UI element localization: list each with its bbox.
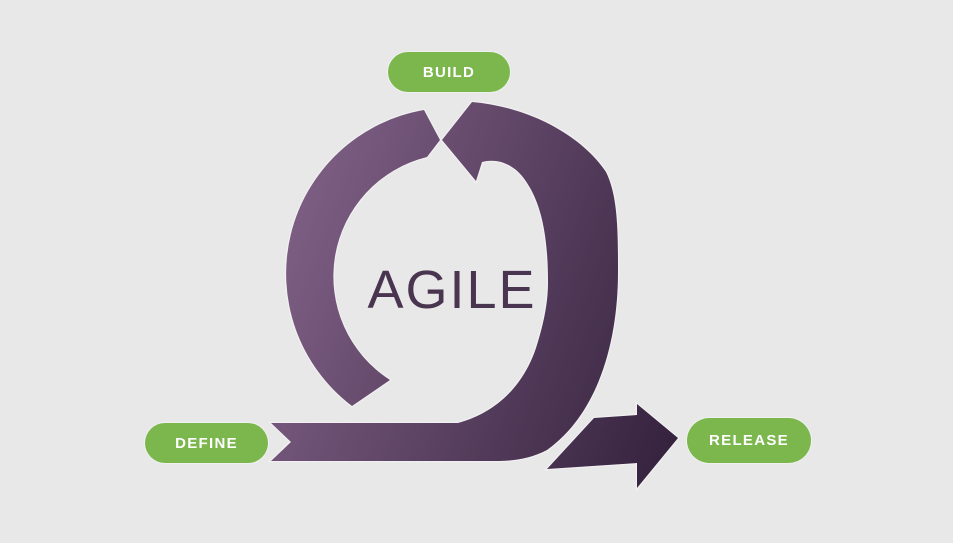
diagram-title: AGILE bbox=[367, 260, 537, 320]
stage-pill-define: DEFINE bbox=[145, 423, 268, 463]
stage-label-define: DEFINE bbox=[175, 434, 238, 452]
stage-label-build: BUILD bbox=[422, 63, 476, 81]
loop-main-swoosh-arrow bbox=[267, 100, 620, 463]
loop-left-arc bbox=[284, 108, 442, 408]
stage-pill-build: BUILD bbox=[388, 52, 510, 92]
stage-label-release: RELEASE bbox=[709, 432, 789, 449]
stage-pill-release: RELEASE bbox=[687, 418, 811, 463]
release-arrow-icon bbox=[543, 401, 680, 492]
